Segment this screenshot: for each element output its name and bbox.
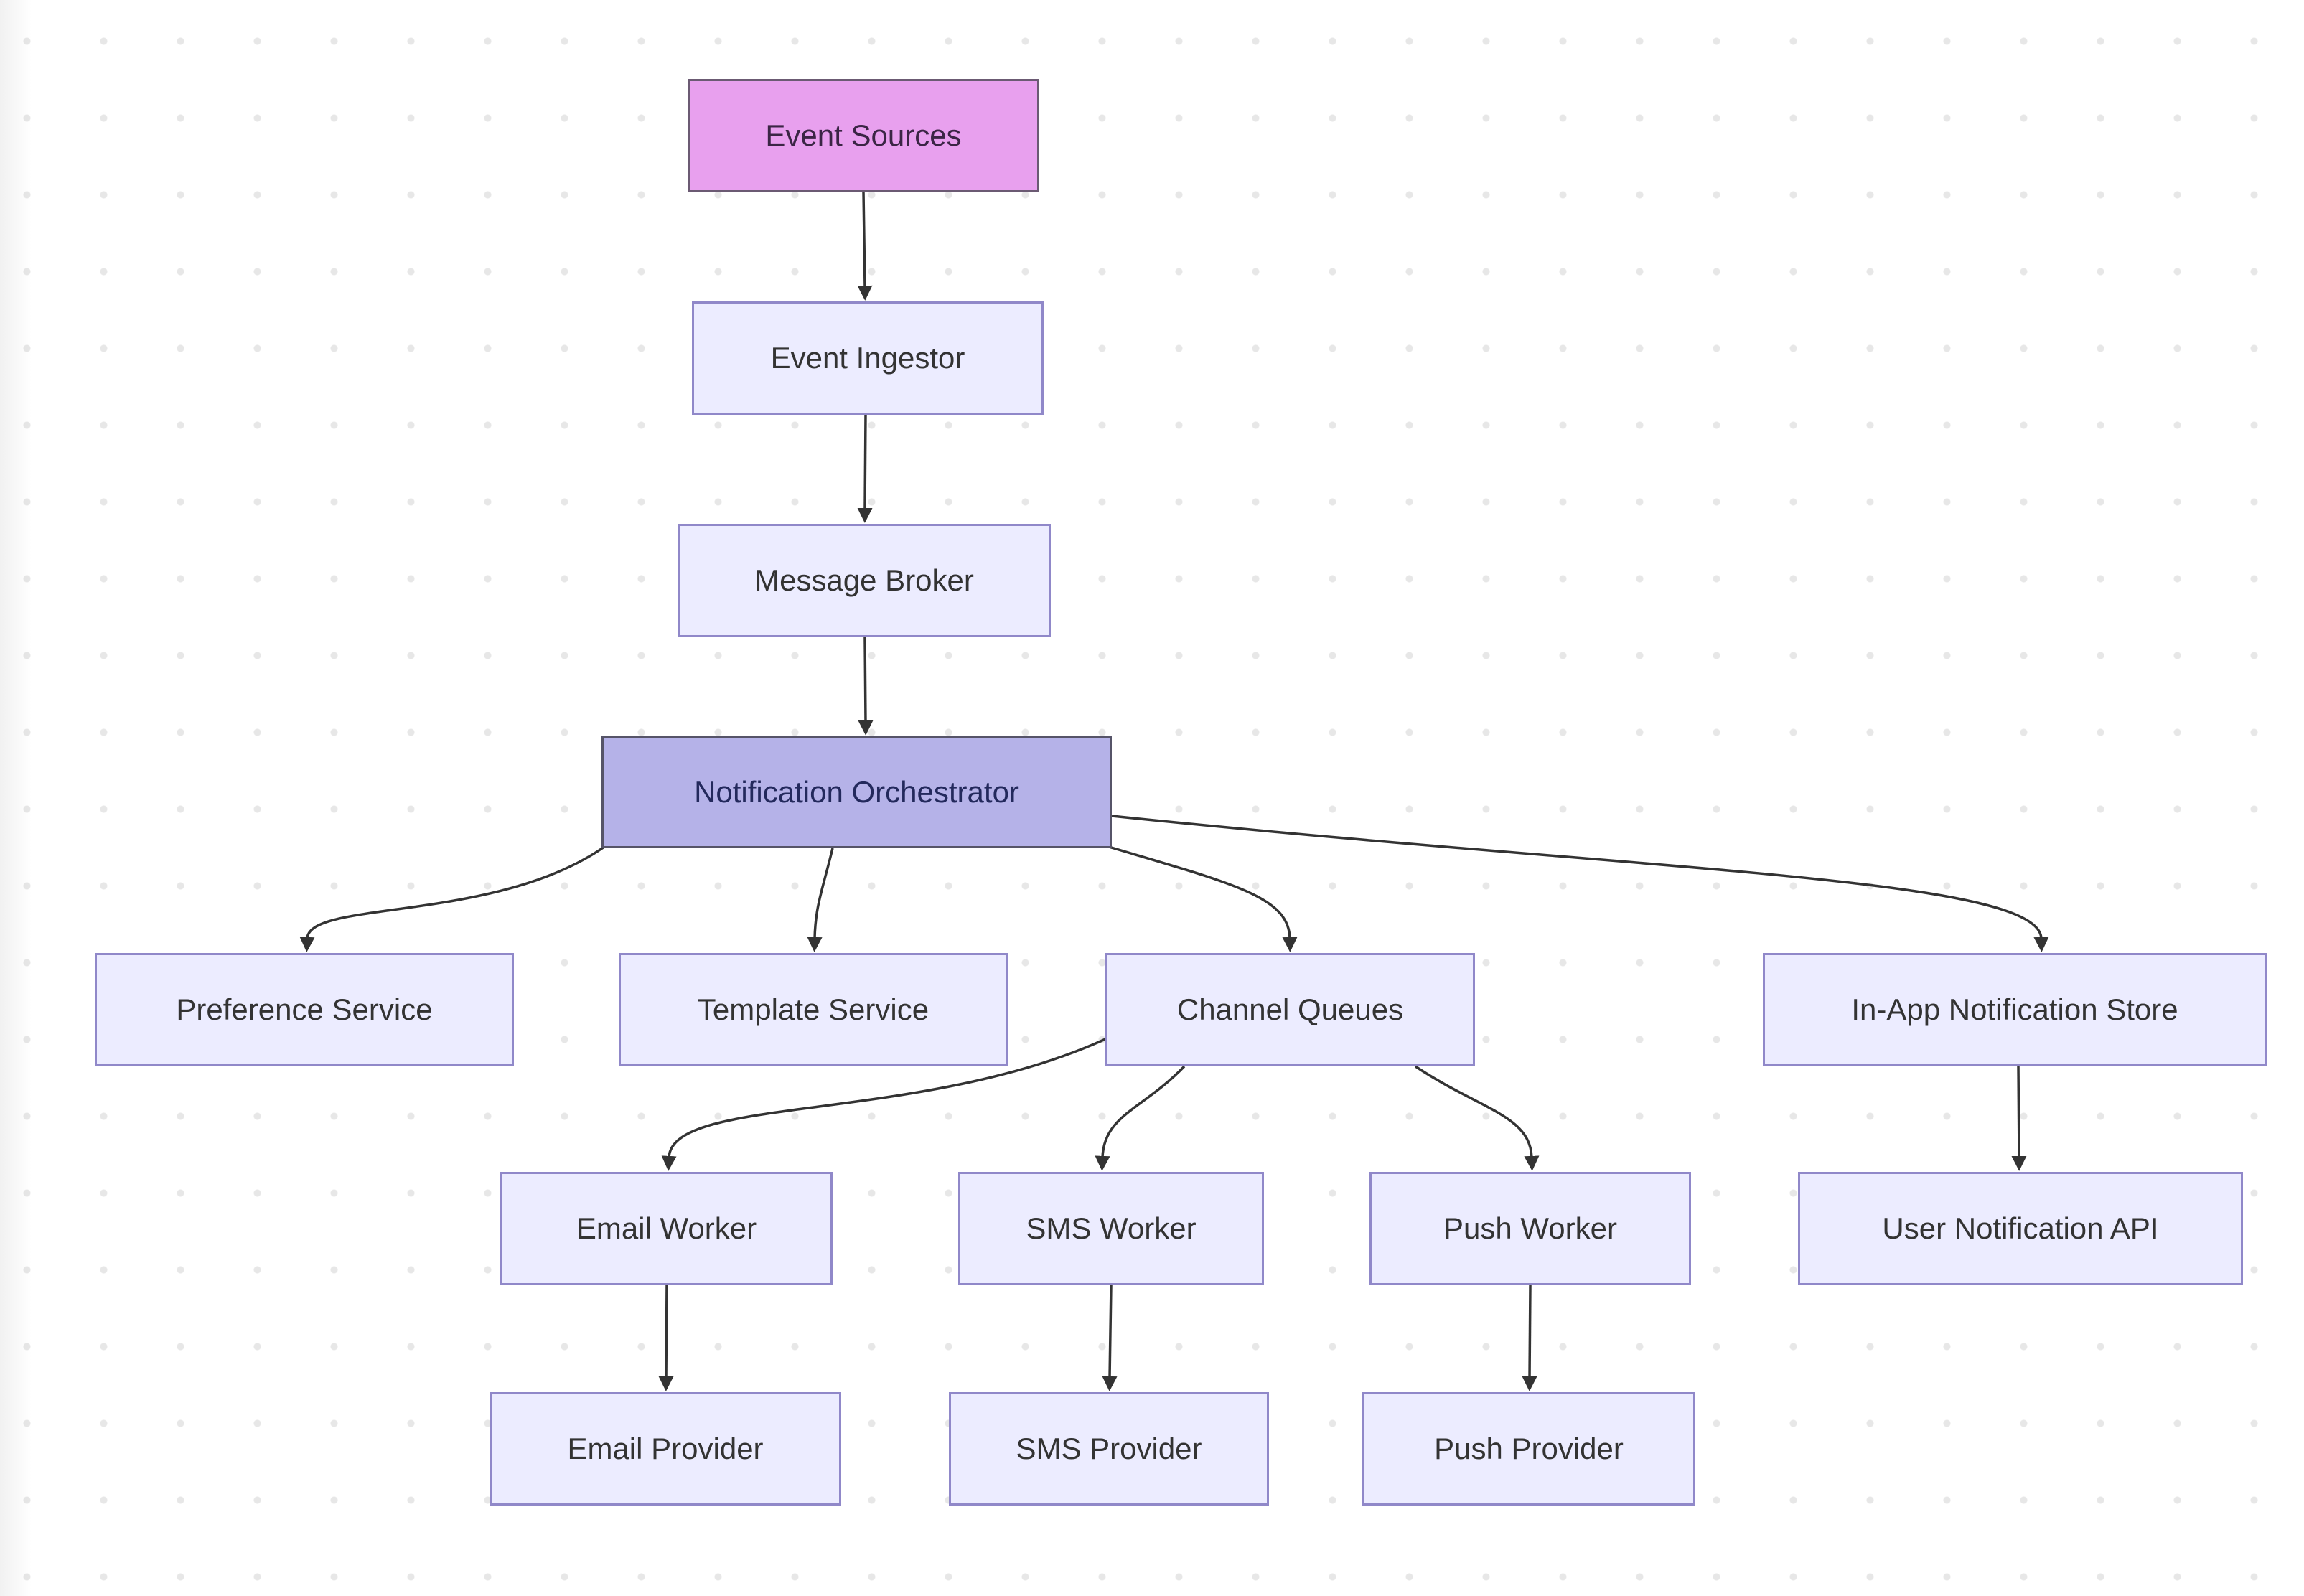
node-channel-queues: Channel Queues bbox=[1105, 953, 1475, 1066]
node-label: Email Provider bbox=[567, 1431, 764, 1465]
edge-notification-orchestrator-to-inapp-notification-store bbox=[1111, 815, 2049, 952]
node-label: Preference Service bbox=[176, 992, 433, 1026]
node-label: Email Worker bbox=[576, 1211, 757, 1245]
node-user-notification-api: User Notification API bbox=[1798, 1172, 2243, 1285]
edge-message-broker-to-notification-orchestrator bbox=[858, 637, 874, 736]
node-label: Message Broker bbox=[754, 563, 974, 597]
edge-notification-orchestrator-to-template-service bbox=[807, 848, 834, 952]
node-template-service: Template Service bbox=[619, 953, 1008, 1066]
edge-notification-orchestrator-to-channel-queues bbox=[1108, 845, 1298, 952]
node-label: SMS Provider bbox=[1016, 1431, 1202, 1465]
node-label: Notification Orchestrator bbox=[694, 774, 1019, 809]
edge-notification-orchestrator-to-preference-service bbox=[299, 845, 605, 952]
node-label: Event Sources bbox=[765, 118, 962, 152]
node-label: User Notification API bbox=[1882, 1211, 2159, 1245]
edge-sms-worker-to-sms-provider bbox=[1102, 1285, 1118, 1391]
node-label: Channel Queues bbox=[1176, 992, 1404, 1026]
node-sms-provider: SMS Provider bbox=[949, 1392, 1269, 1506]
node-label: In-App Notification Store bbox=[1851, 992, 2178, 1026]
node-label: Push Worker bbox=[1443, 1211, 1617, 1245]
edge-event-sources-to-event-ingestor bbox=[857, 192, 873, 301]
node-notification-orchestrator: Notification Orchestrator bbox=[601, 736, 1112, 848]
node-inapp-notification-store: In-App Notification Store bbox=[1763, 953, 2267, 1066]
node-message-broker: Message Broker bbox=[678, 524, 1051, 637]
node-sms-worker: SMS Worker bbox=[958, 1172, 1264, 1285]
node-email-worker: Email Worker bbox=[500, 1172, 833, 1285]
edge-event-ingestor-to-message-broker bbox=[857, 414, 873, 523]
edge-channel-queues-to-push-worker bbox=[1415, 1065, 1540, 1171]
node-push-worker: Push Worker bbox=[1369, 1172, 1691, 1285]
edge-email-worker-to-email-provider bbox=[658, 1285, 674, 1391]
edge-channel-queues-to-email-worker bbox=[661, 1038, 1106, 1171]
node-label: Event Ingestor bbox=[770, 340, 965, 375]
node-email-provider: Email Provider bbox=[490, 1392, 841, 1506]
node-event-ingestor: Event Ingestor bbox=[692, 301, 1044, 415]
node-event-sources: Event Sources bbox=[688, 79, 1039, 192]
node-label: Template Service bbox=[697, 992, 929, 1026]
node-label: SMS Worker bbox=[1026, 1211, 1197, 1245]
edge-channel-queues-to-sms-worker bbox=[1095, 1065, 1186, 1171]
edge-inapp-notification-store-to-user-notification-api bbox=[2011, 1066, 2027, 1171]
node-push-provider: Push Provider bbox=[1362, 1392, 1695, 1506]
node-label: Push Provider bbox=[1434, 1431, 1624, 1465]
node-preference-service: Preference Service bbox=[95, 953, 514, 1066]
